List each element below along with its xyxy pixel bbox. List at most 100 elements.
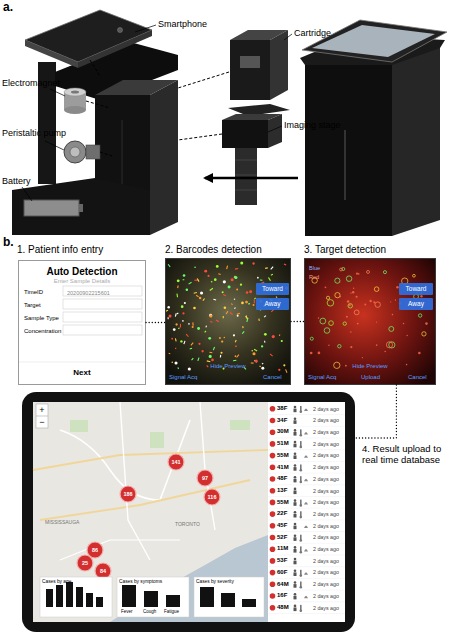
barcode-particle [233,360,236,361]
list-cell: 2 days ago [313,511,339,517]
step-heading: 4. Result upload to real time database [362,444,448,466]
list-cell: 55M [277,499,289,506]
barcode-particle [260,366,261,367]
target-particle [376,321,377,322]
row-divider [268,508,345,509]
symptom-icon [300,411,303,414]
device-side [392,45,440,236]
phone-screen: 2. Barcodes detectionHide PreviewSignal … [165,258,291,385]
barcode-particle [180,324,181,328]
symptom-icon [300,469,303,472]
barcode-particle [236,288,238,290]
chart-label: Fatigue [164,609,179,614]
chart-panel [40,577,112,617]
barcode-particle [223,280,226,283]
barcode-particle [234,308,235,309]
symptom-icon [294,491,297,495]
target-particle [390,301,391,302]
status-dot [270,465,276,471]
barcode-particle [251,350,253,352]
barcode-particle [193,307,196,310]
target-particle [356,273,358,275]
symptom-icon [304,596,308,599]
status-dot [270,570,276,576]
chart-label: Cases by symptoms [119,579,162,585]
symptom-icon [300,574,303,577]
case-count: 86 [86,547,104,553]
barcode-particle [182,312,184,314]
symptom-icon [294,546,297,549]
line-shape [344,130,346,200]
assembly-arrow [205,177,298,180]
chart-bar [221,593,235,607]
list-cell: 2 days ago [313,464,339,470]
row-divider [268,613,345,614]
barcode-particle [237,315,239,317]
barcode-particle [224,337,226,339]
barcode-particle [209,314,212,317]
map-area [33,402,268,622]
barcode-particle [283,364,285,366]
symptom-icon [294,593,297,596]
list-cell: 2 days ago [313,546,339,552]
case-count: 116 [203,494,221,500]
status-dot [270,500,276,506]
barcode-particle [216,265,219,268]
list-cell: 41M [277,464,289,471]
row-divider [268,519,345,520]
chart-bar [76,587,83,607]
target-particle [347,300,350,303]
target-particle [334,362,340,368]
target-particle [327,300,334,307]
list-cell: 55M [277,452,289,459]
barcode-particle [226,266,228,270]
line-shape [18,362,146,363]
target-particle [406,335,407,336]
symptom-icon [294,570,297,573]
screen-text: Cancel [408,374,427,381]
tablet-dashboard: 4. Result upload to real time database [22,392,355,632]
symptom-icon [304,455,308,458]
symptom-icon [294,453,297,456]
cartridge [230,40,270,100]
barcode-particle [272,335,275,338]
barcode-particle [264,316,266,318]
target-particle [339,281,340,282]
list-cell: 2 days ago [313,452,339,458]
barcode-particle [220,352,222,354]
list-cell: 48M [277,604,289,611]
barcode-particle [214,278,217,281]
case-marker [197,470,213,486]
barcode-particle [207,275,209,277]
camera-lens [118,28,123,33]
barcode-particle [258,319,260,321]
line-shape [36,416,48,417]
target-particle [348,304,352,308]
list-cell: 2 days ago [313,499,339,505]
explode-line [90,60,100,76]
barcode-particle [284,264,286,265]
list-cell: 34F [277,417,287,424]
barcode-particle [264,333,267,336]
target-particle [392,314,394,316]
barcode-particle [184,341,185,344]
base [12,178,150,235]
screen-text: Hide Preview [166,363,290,370]
target-particle [425,322,428,325]
target-particle [350,331,352,333]
target-particle [376,344,378,346]
target-particle [356,296,358,298]
barcode-particle [213,299,216,301]
barcode-particle [231,278,234,281]
smartphone-edge [78,30,152,68]
barcode-particle [234,298,235,299]
barcode-particles [166,261,288,372]
symptom-icon [294,511,297,514]
barcode-particle [226,311,228,314]
symptom-icon [304,479,308,482]
symptom-icon [300,481,303,484]
list-cell: 2 days ago [313,605,339,611]
target-particle [413,274,416,277]
list-cell: 53F [277,557,287,564]
case-marker [120,486,136,502]
